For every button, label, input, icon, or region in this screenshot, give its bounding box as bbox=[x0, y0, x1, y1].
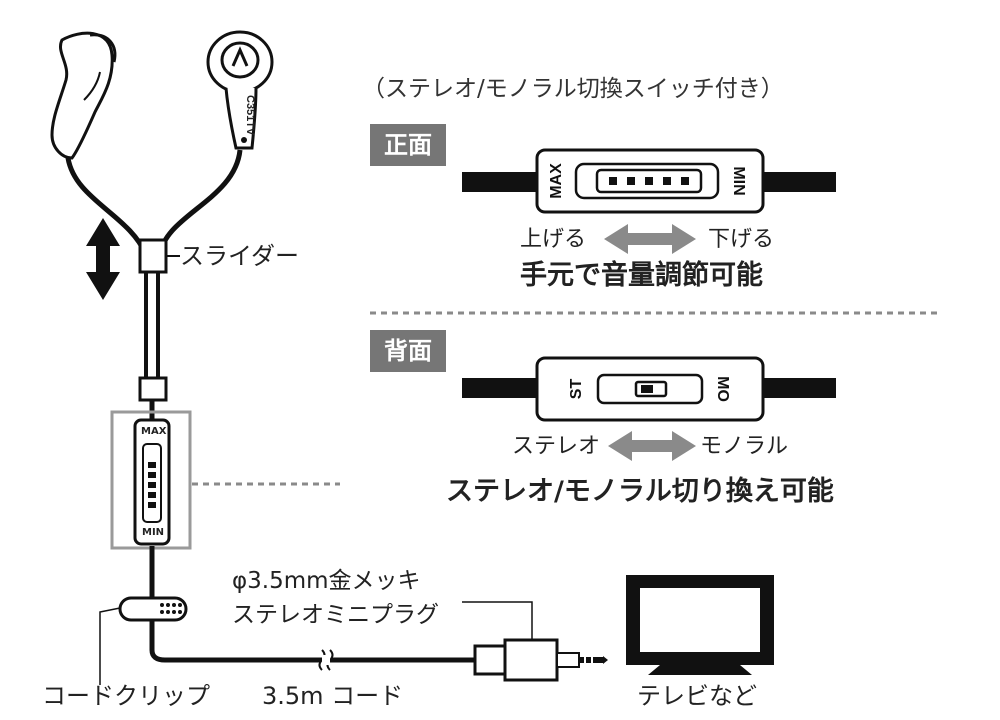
tv-label: テレビなど bbox=[637, 682, 757, 710]
plug-label-line2: ステレオミニプラグ bbox=[232, 602, 439, 628]
back-caption: ステレオ/モノラル切り換え可能 bbox=[446, 476, 834, 507]
front-min-label: MIN bbox=[730, 166, 747, 195]
back-control-illustration bbox=[462, 356, 836, 422]
right-earbud bbox=[206, 30, 274, 150]
model-label: C351TV bbox=[244, 95, 256, 136]
plug-label-line1: φ3.5mm金メッキ bbox=[232, 568, 421, 594]
front-down-label: 下げる bbox=[708, 227, 775, 252]
front-control-illustration bbox=[462, 148, 836, 214]
cord-clip-label: コードクリップ bbox=[42, 682, 210, 710]
stereo-mini-plug bbox=[473, 638, 608, 682]
back-st-label: ST bbox=[568, 379, 585, 400]
back-double-arrow-icon bbox=[608, 431, 696, 461]
front-up-label: 上げる bbox=[520, 227, 587, 252]
back-mono-label: モノラル bbox=[700, 434, 789, 459]
back-tag: 背面 bbox=[370, 330, 446, 372]
y-slider[interactable] bbox=[138, 238, 168, 274]
up-down-arrow-icon bbox=[86, 218, 120, 300]
back-stereo-label: ステレオ bbox=[512, 434, 601, 459]
control-min-label: MIN bbox=[142, 527, 165, 538]
front-caption: 手元で音量調節可能 bbox=[520, 260, 763, 291]
cord-clip[interactable] bbox=[118, 596, 188, 622]
control-max-label: MAX bbox=[141, 426, 167, 437]
front-tag: 正面 bbox=[370, 124, 446, 166]
front-double-arrow-icon bbox=[604, 224, 696, 254]
cord-length-label: 3.5m コード bbox=[262, 682, 404, 710]
slider-label: スライダー bbox=[180, 242, 300, 270]
left-earbud bbox=[50, 31, 117, 160]
panel-subtitle: （ステレオ/モノラル切換スイッチ付き） bbox=[362, 76, 784, 102]
back-mo-label: MO bbox=[714, 376, 731, 402]
tv-icon bbox=[626, 575, 774, 675]
front-max-label: MAX bbox=[548, 163, 565, 199]
